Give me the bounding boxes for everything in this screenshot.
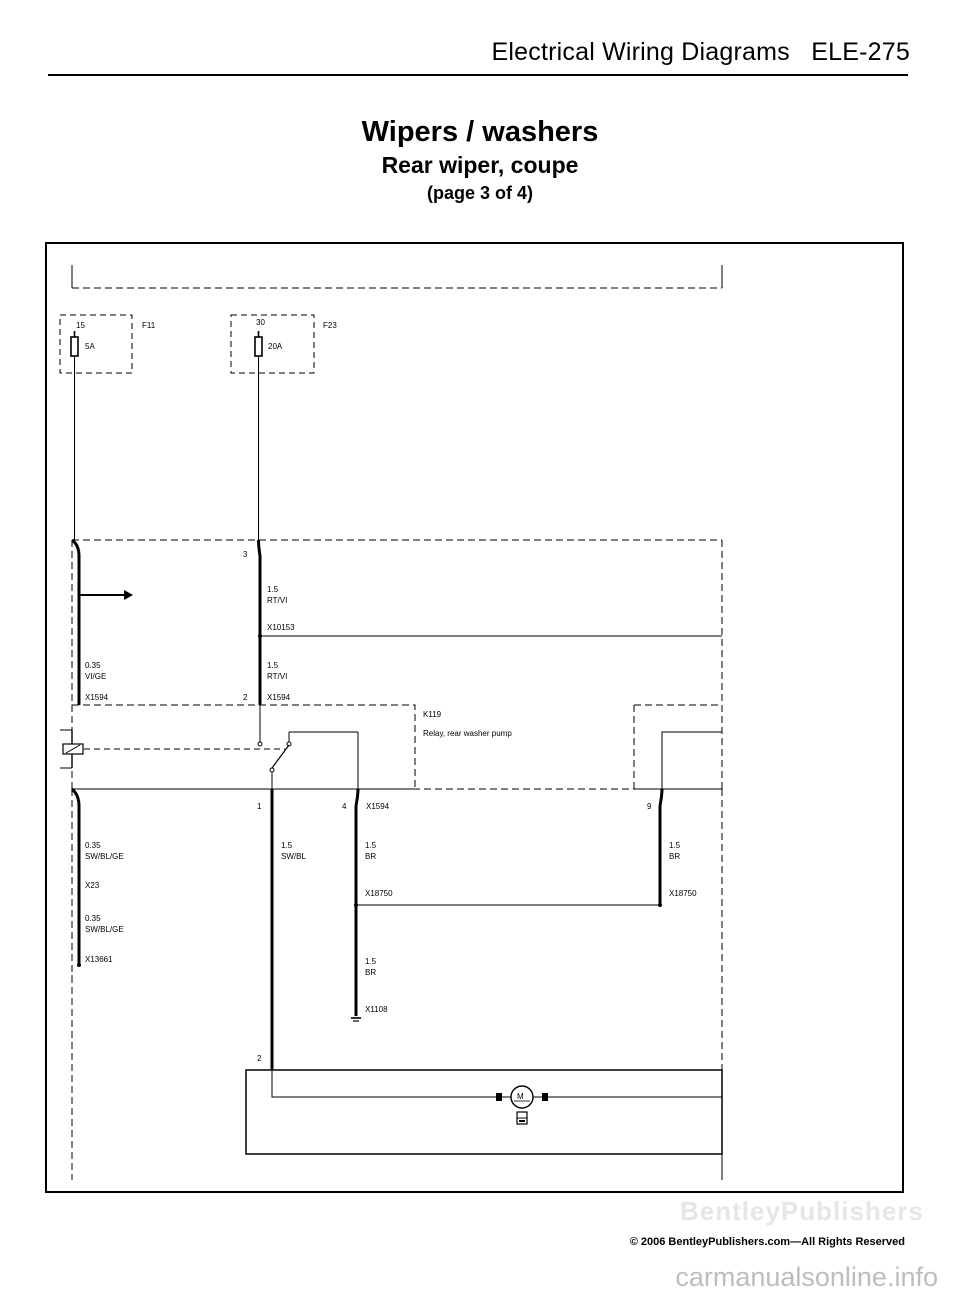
diagram-title: Wipers / washers xyxy=(361,116,599,148)
pin-2-bottom: 2 xyxy=(257,1054,262,1063)
fuse-f11: 15 5A F11 xyxy=(59,314,156,374)
connector-x10153: X10153 xyxy=(267,623,295,632)
splice-dot xyxy=(77,963,81,967)
wire-rtvi-upper-color: RT/VI xyxy=(267,596,287,605)
connector-x1594-left: X1594 xyxy=(85,693,109,702)
connector-x13661: X13661 xyxy=(85,955,113,964)
relay-name: Relay, rear washer pump xyxy=(423,729,512,738)
wire-br-2-size: 1.5 xyxy=(669,841,681,850)
fuse-f23-terminal: 30 xyxy=(256,318,265,327)
splice-dot xyxy=(258,634,262,638)
publisher-logo: BentleyPublishers xyxy=(680,1196,924,1226)
connector-x18750-right: X18750 xyxy=(669,889,697,898)
ground-icon xyxy=(351,1017,361,1022)
wire-br-3-color: BR xyxy=(365,968,376,977)
fuse-f11-icon xyxy=(70,336,79,357)
wire-vige-color: VI/GE xyxy=(85,672,106,681)
fuse-f23-rating: 20A xyxy=(268,342,283,351)
watermark: carmanualsonline.info xyxy=(675,1262,938,1292)
control-module-lower xyxy=(71,788,723,1180)
fuse-f11-id: F11 xyxy=(142,321,156,330)
diagram-subtitle: Rear wiper, coupe xyxy=(381,152,579,178)
wire-swblge-2-color: SW/BL/GE xyxy=(85,925,124,934)
wire-swbl-size: 1.5 xyxy=(281,841,293,850)
wire-rtvi-upper-size: 1.5 xyxy=(267,585,279,594)
wire-swblge-1-size: 0.35 xyxy=(85,841,101,850)
lower-module-wires xyxy=(70,787,664,1070)
connector-x1594-mid: X1594 xyxy=(366,802,390,811)
top-bus xyxy=(71,265,723,289)
connector-x1108: X1108 xyxy=(365,1005,388,1014)
connector-x1594-right: X1594 xyxy=(267,693,291,702)
fuse-f11-terminal: 15 xyxy=(76,321,85,330)
diagram-frame xyxy=(45,242,904,1193)
wire-br-1-size: 1.5 xyxy=(365,841,377,850)
connector-x23: X23 xyxy=(85,881,100,890)
page-number: ELE-275 xyxy=(811,38,910,66)
wire-rtvi-lower-color: RT/VI xyxy=(267,672,287,681)
connector-x18750-left: X18750 xyxy=(365,889,393,898)
pin-4: 4 xyxy=(342,802,347,811)
page-header: Electrical Wiring Diagrams ELE-275 xyxy=(492,38,910,67)
washer-pump-motor: M xyxy=(245,1069,723,1155)
section-title: Electrical Wiring Diagrams xyxy=(491,38,790,66)
page-of: (page 3 of 4) xyxy=(426,183,533,203)
signal-arrow-icon xyxy=(79,590,133,600)
wire-swblge-2-size: 0.35 xyxy=(85,914,101,923)
pin-2-top: 2 xyxy=(243,693,248,702)
control-module-upper xyxy=(71,539,723,706)
fuse-f11-rating: 5A xyxy=(85,342,95,351)
splice-dot xyxy=(658,903,662,907)
fuse-f23: 30 20A F23 xyxy=(230,314,337,374)
relay-switch-icon xyxy=(271,744,290,769)
pin-1: 1 xyxy=(257,802,262,811)
fuse-f23-icon xyxy=(254,336,263,357)
relay-k119: K119 Relay, rear washer pump xyxy=(60,704,512,790)
wire-br-1-color: BR xyxy=(365,852,376,861)
motor-symbol: M xyxy=(517,1092,524,1101)
wire-swbl-color: SW/BL xyxy=(281,852,306,861)
header-rule xyxy=(48,74,908,76)
wire-swblge-1-color: SW/BL/GE xyxy=(85,852,124,861)
title-block: Wipers / washers Rear wiper, coupe (page… xyxy=(0,114,960,206)
wire-br-3-size: 1.5 xyxy=(365,957,377,966)
wire-rtvi-lower-size: 1.5 xyxy=(267,661,279,670)
wire-br-2-color: BR xyxy=(669,852,680,861)
copyright: © 2006 BentleyPublishers.com—All Rights … xyxy=(629,1236,905,1248)
wire-vige-size: 0.35 xyxy=(85,661,101,670)
upper-module-wires xyxy=(71,538,262,705)
relay-id: K119 xyxy=(423,710,442,719)
washer-pump-module xyxy=(633,705,723,790)
pin-9: 9 xyxy=(647,802,652,811)
fuse-feed-wires xyxy=(74,356,259,540)
motor-icon xyxy=(510,1085,534,1109)
fuse-f23-id: F23 xyxy=(323,321,337,330)
splice-dot xyxy=(354,903,358,907)
pin-3: 3 xyxy=(243,550,248,559)
